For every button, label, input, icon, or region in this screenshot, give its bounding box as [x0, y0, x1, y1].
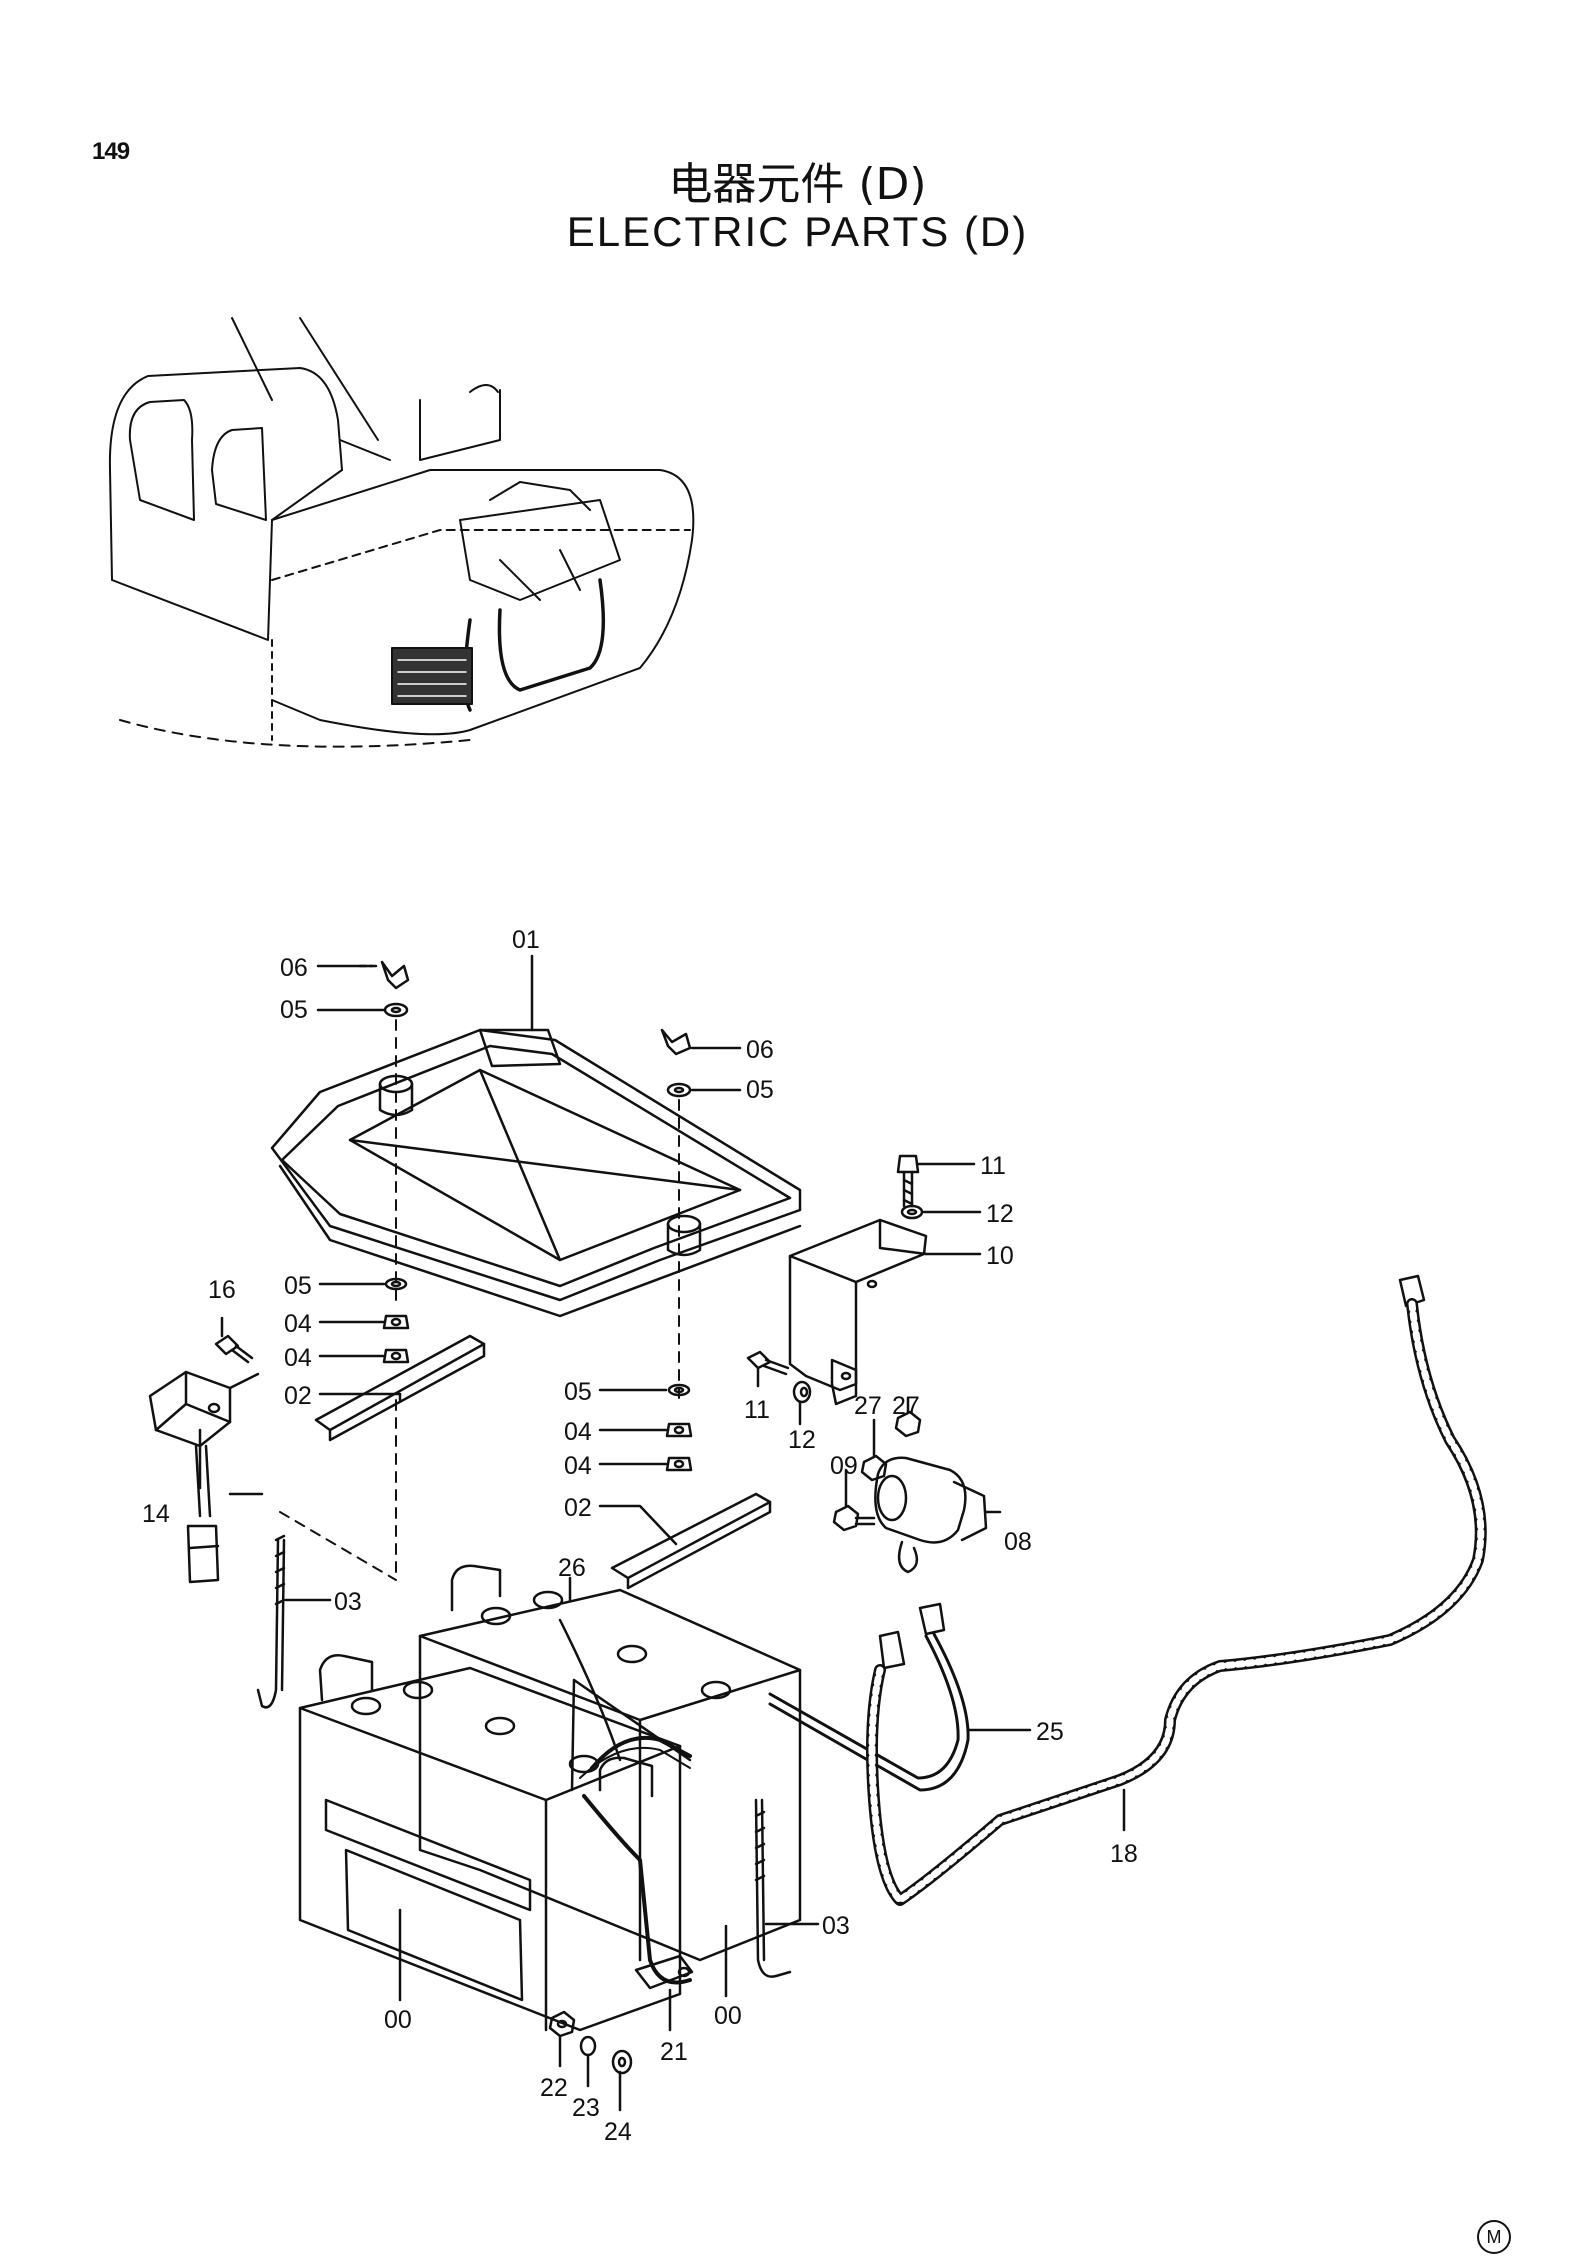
callout-24: 24 — [604, 2118, 632, 2146]
terminal-21 — [634, 1954, 694, 2032]
callout-12-top: 12 — [986, 1200, 1014, 1228]
battery-location-highlight — [391, 647, 473, 705]
callout-04-b: 04 — [284, 1344, 312, 1372]
washer-12-top — [900, 1204, 982, 1220]
bolt-09 — [832, 1468, 876, 1532]
callout-08: 08 — [1004, 1528, 1032, 1556]
callout-00-left: 00 — [384, 2006, 412, 2034]
bracket-10 — [788, 1218, 982, 1406]
callout-01: 01 — [512, 926, 540, 954]
callout-22: 22 — [540, 2074, 568, 2102]
callout-05-lower-left: 05 — [284, 1272, 312, 1300]
callout-04-c: 04 — [564, 1418, 592, 1446]
lock-washer-23 — [579, 2035, 597, 2088]
callout-10: 10 — [986, 1242, 1014, 1270]
callout-03-left: 03 — [334, 1588, 362, 1616]
relay-08 — [874, 1456, 1002, 1574]
callout-05-lower-right: 05 — [564, 1378, 592, 1406]
page-number: 149 — [92, 138, 130, 165]
cover-boss-right — [666, 1214, 702, 1257]
callout-09: 09 — [830, 1452, 858, 1480]
cable-25 — [768, 1602, 1032, 1792]
callout-03-right: 03 — [822, 1912, 850, 1940]
callout-16: 16 — [208, 1276, 236, 1304]
sensor-14 — [148, 1370, 260, 1584]
callout-21: 21 — [660, 2038, 688, 2066]
callout-25: 25 — [1036, 1718, 1064, 1746]
title-chinese: 电器元件 (D) — [668, 159, 927, 210]
hardware-stack-right — [598, 1383, 693, 1472]
washer-left-top — [383, 1002, 409, 1018]
callout-04-a: 04 — [284, 1310, 312, 1338]
callout-27-right: 27 — [892, 1392, 920, 1420]
callout-00-right: 00 — [714, 2002, 742, 2030]
callout-14: 14 — [142, 1500, 170, 1528]
title-english: ELECTRIC PARTS (D) — [566, 208, 1029, 255]
hook-rod-left — [256, 1399, 397, 1709]
washer-12-bottom — [792, 1380, 812, 1426]
callout-02-right: 02 — [564, 1494, 592, 1522]
washer-24 — [611, 2049, 633, 2112]
battery-front — [298, 1654, 682, 2032]
callout-labels: 01 06 05 06 05 11 12 10 16 05 04 04 02 1… — [142, 926, 1138, 2146]
callout-27-left: 27 — [854, 1392, 882, 1420]
callout-02-left: 02 — [284, 1382, 312, 1410]
nut-27-left — [860, 1418, 888, 1482]
callout-11-top: 11 — [980, 1152, 1006, 1180]
nut-22 — [548, 2010, 576, 2068]
hardware-stack-left — [318, 1277, 410, 1396]
bolt-11-bottom — [746, 1350, 790, 1388]
clamp-bar-right — [598, 1492, 772, 1590]
washer-right-top — [666, 1082, 742, 1098]
excavator-overview — [108, 317, 695, 748]
wing-nut-right — [660, 1028, 742, 1056]
callout-26: 26 — [558, 1554, 586, 1582]
bolt-11-top — [896, 1154, 976, 1208]
callout-12-bottom: 12 — [788, 1426, 816, 1454]
callout-23: 23 — [572, 2094, 600, 2122]
battery-rear — [418, 1564, 802, 1962]
cable-18 — [866, 1274, 1487, 1906]
callout-06-left: 06 — [280, 954, 308, 982]
callout-11-bottom: 11 — [744, 1396, 770, 1424]
callout-05-left: 05 — [280, 996, 308, 1024]
callout-18: 18 — [1110, 1840, 1138, 1868]
bolt-16 — [214, 1316, 254, 1364]
corner-m-mark: M — [1477, 2220, 1511, 2254]
nut-27-right — [894, 1396, 922, 1438]
callout-04-d: 04 — [564, 1452, 592, 1480]
clamp-bar-left — [314, 1334, 486, 1442]
battery-cover — [270, 1028, 802, 1318]
callout-06-right: 06 — [746, 1036, 774, 1064]
hook-rod-right — [754, 1798, 820, 1978]
callout-05-right: 05 — [746, 1076, 774, 1104]
